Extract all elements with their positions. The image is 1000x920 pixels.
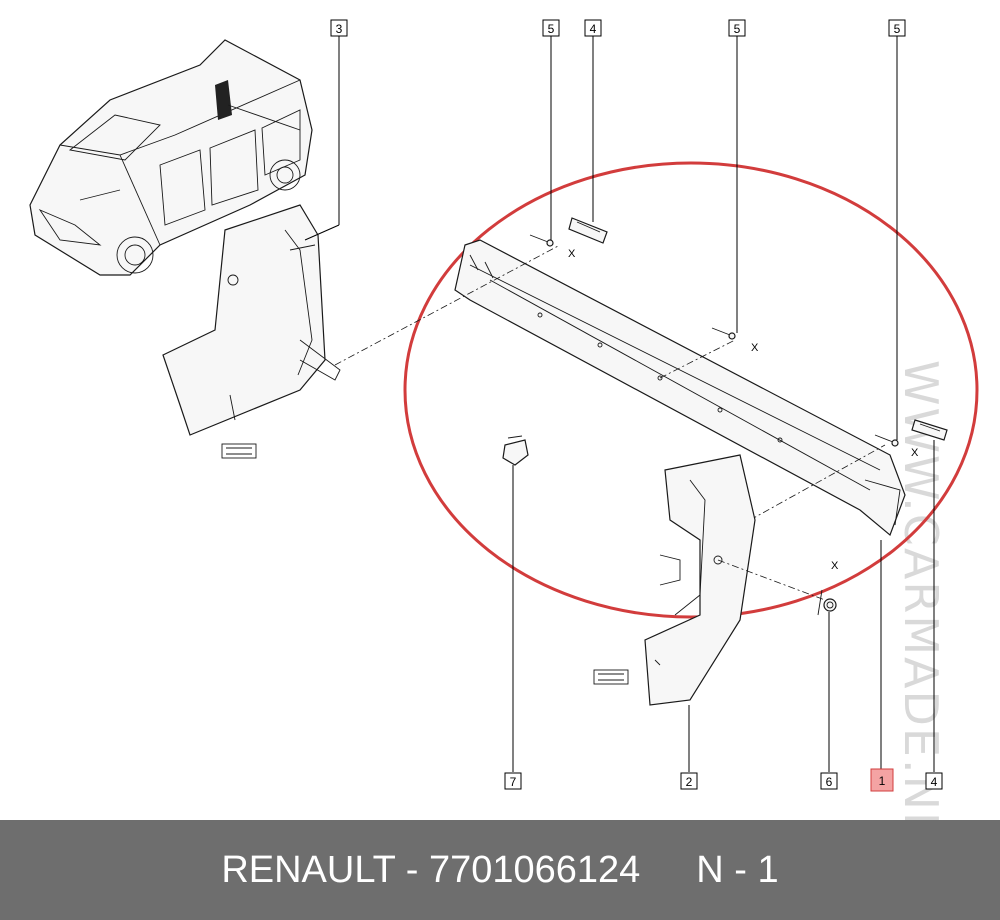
callout-5: 5 bbox=[888, 19, 906, 37]
callout-1-highlighted: 1 bbox=[870, 768, 894, 792]
svg-text:5: 5 bbox=[734, 22, 741, 36]
highlight-ellipse bbox=[403, 161, 979, 619]
svg-text:6: 6 bbox=[826, 775, 833, 789]
part-4-clips bbox=[568, 217, 948, 441]
x-mark: X bbox=[568, 248, 576, 260]
quantity-label: N - 1 bbox=[696, 848, 779, 891]
van-illustration bbox=[29, 39, 313, 276]
svg-text:7: 7 bbox=[510, 775, 517, 789]
callout-7: 7 bbox=[504, 772, 522, 790]
x-mark: X bbox=[911, 447, 919, 459]
svg-text:3: 3 bbox=[336, 22, 343, 36]
callout-5: 5 bbox=[542, 19, 560, 37]
x-mark: X bbox=[831, 560, 839, 572]
part-2-corner-piece bbox=[593, 454, 756, 706]
svg-text:5: 5 bbox=[548, 22, 555, 36]
part-1-rear-bumper bbox=[454, 239, 906, 537]
part-5-screws bbox=[529, 234, 899, 447]
callout-3: 3 bbox=[330, 19, 348, 37]
svg-text:5: 5 bbox=[894, 22, 901, 36]
svg-text:4: 4 bbox=[931, 775, 938, 789]
callout-2: 2 bbox=[680, 772, 698, 790]
callout-4: 4 bbox=[925, 772, 943, 790]
callout-5: 5 bbox=[728, 19, 746, 37]
svg-text:2: 2 bbox=[686, 775, 693, 789]
callout-6: 6 bbox=[820, 772, 838, 790]
callout-4: 4 bbox=[584, 19, 602, 37]
brand-part-number: RENAULT - 7701066124 bbox=[221, 848, 641, 891]
part-number-footer: RENAULT - 7701066124 N - 1 bbox=[0, 820, 1000, 920]
part-3-side-panel bbox=[162, 204, 341, 459]
part-7-clip bbox=[502, 435, 529, 466]
x-mark: X bbox=[751, 342, 759, 354]
parts-diagram: WWW.CARMADE.NET bbox=[29, 19, 979, 820]
svg-text:4: 4 bbox=[590, 22, 597, 36]
part-6-nut bbox=[817, 589, 837, 616]
svg-text:1: 1 bbox=[879, 774, 886, 788]
